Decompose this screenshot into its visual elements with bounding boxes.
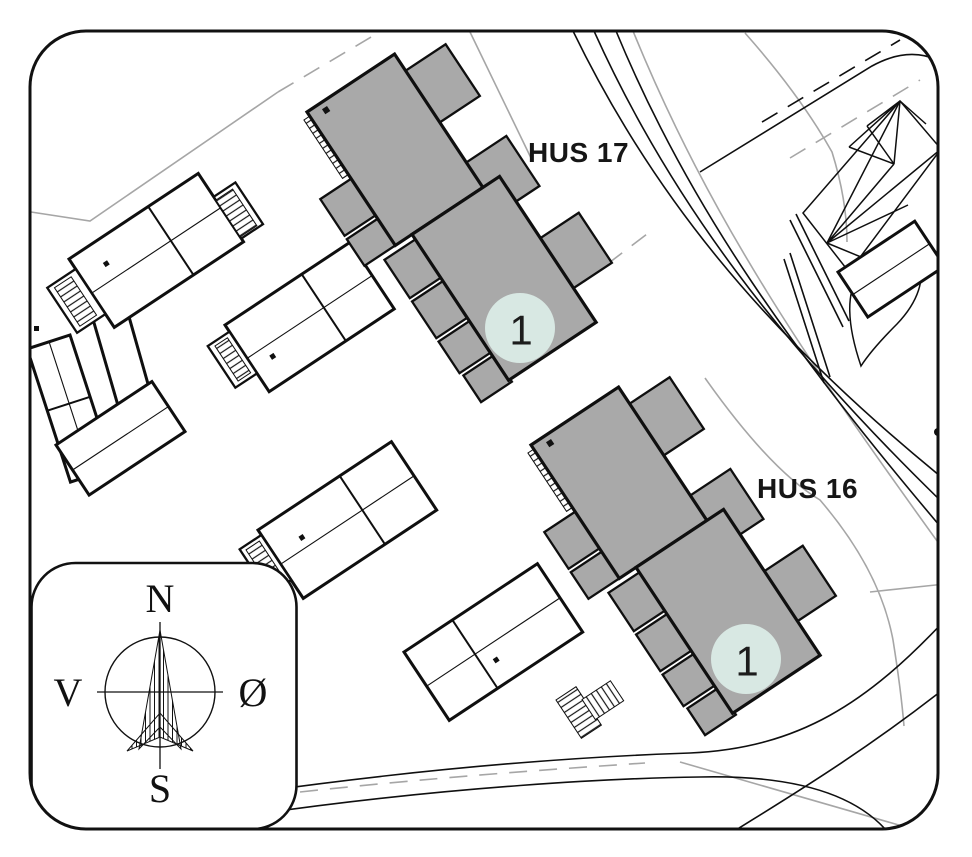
existing-building-south (401, 561, 585, 723)
plan-border (28, 29, 940, 831)
existing-building-east-edge (835, 219, 938, 320)
parcel-boundary-lines (30, 31, 938, 829)
marker-number: 1 (735, 638, 758, 685)
marker-circle[interactable] (485, 293, 555, 363)
building-hus-16[interactable] (498, 349, 862, 749)
label-hus-17: HUS 17 (528, 137, 629, 168)
existing-building-mid-left (206, 240, 397, 394)
marker-number: 1 (509, 307, 532, 354)
building-hus-17[interactable] (274, 18, 638, 416)
compass-rose: N V Ø S (30, 561, 298, 829)
compass-label-north: N (146, 576, 175, 621)
compass-north-arrow (138, 629, 182, 751)
marker-hus-16[interactable]: 1 (711, 624, 781, 694)
label-hus-16: HUS 16 (757, 473, 858, 504)
roof-plan-building (802, 99, 938, 436)
compass-label-east: Ø (239, 670, 268, 715)
marker-circle[interactable] (711, 624, 781, 694)
existing-building-northwest (45, 171, 265, 335)
marker-hus-17[interactable]: 1 (485, 293, 555, 363)
compass-label-south: S (149, 766, 171, 811)
compass-label-west: V (54, 670, 83, 715)
stairs-hatch (555, 680, 625, 740)
existing-building-southwest (53, 379, 188, 498)
